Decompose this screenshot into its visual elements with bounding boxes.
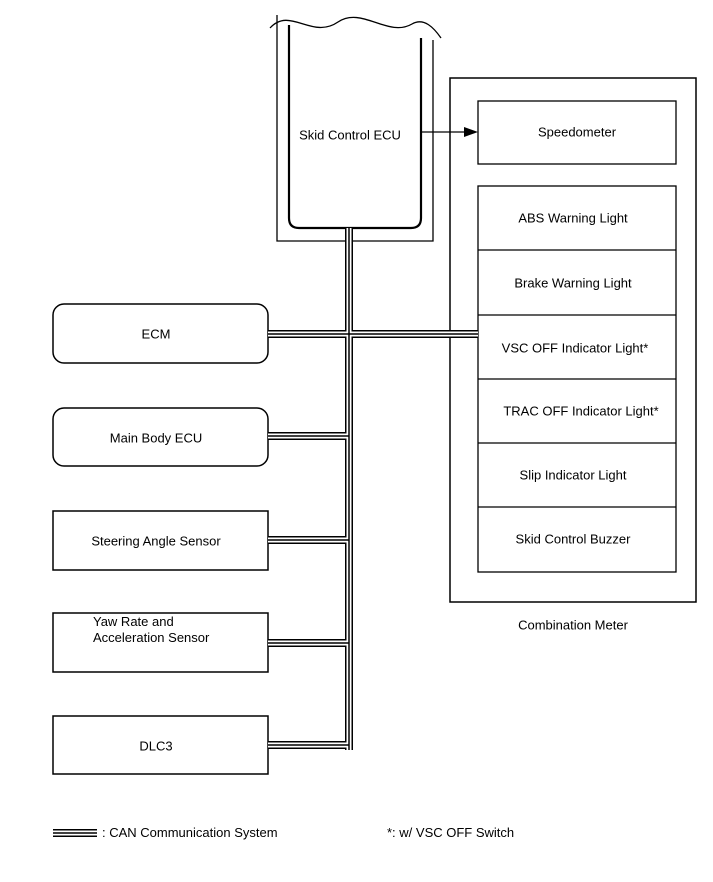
dlc3-label: DLC3 — [139, 738, 173, 754]
ecu-torn-edge — [269, 16, 442, 39]
speedometer-box — [477, 100, 677, 165]
ecu-inner-box — [287, 25, 423, 230]
footnote-label: *: w/ VSC OFF Switch — [387, 825, 515, 840]
can-legend-label: : CAN Communication System — [102, 825, 278, 840]
arrow-head-icon — [464, 127, 478, 137]
skid-control-ecu-label: Skid Control ECU — [299, 127, 401, 143]
combination-meter-frame — [449, 77, 697, 603]
indicator-slip: Slip Indicator Light — [519, 467, 627, 483]
main-body-ecu-label: Main Body ECU — [109, 430, 203, 446]
combination-meter-label: Combination Meter — [518, 617, 628, 633]
indicator-brake-warning: Brake Warning Light — [514, 275, 632, 291]
speedometer-label: Speedometer — [537, 124, 617, 140]
steering-angle-sensor-label: Steering Angle Sensor — [91, 533, 221, 549]
yaw-rate-sensor-label: Yaw Rate and Acceleration Sensor — [93, 614, 210, 645]
can-bus — [268, 228, 478, 750]
indicator-trac-off: TRAC OFF Indicator Light* — [503, 403, 659, 419]
ecu-outer-frame — [276, 15, 434, 242]
indicator-abs-warning: ABS Warning Light — [518, 210, 628, 226]
ecm-label: ECM — [141, 326, 171, 342]
indicator-vsc-off: VSC OFF Indicator Light* — [501, 340, 649, 356]
indicator-skid-buzzer: Skid Control Buzzer — [515, 531, 631, 547]
